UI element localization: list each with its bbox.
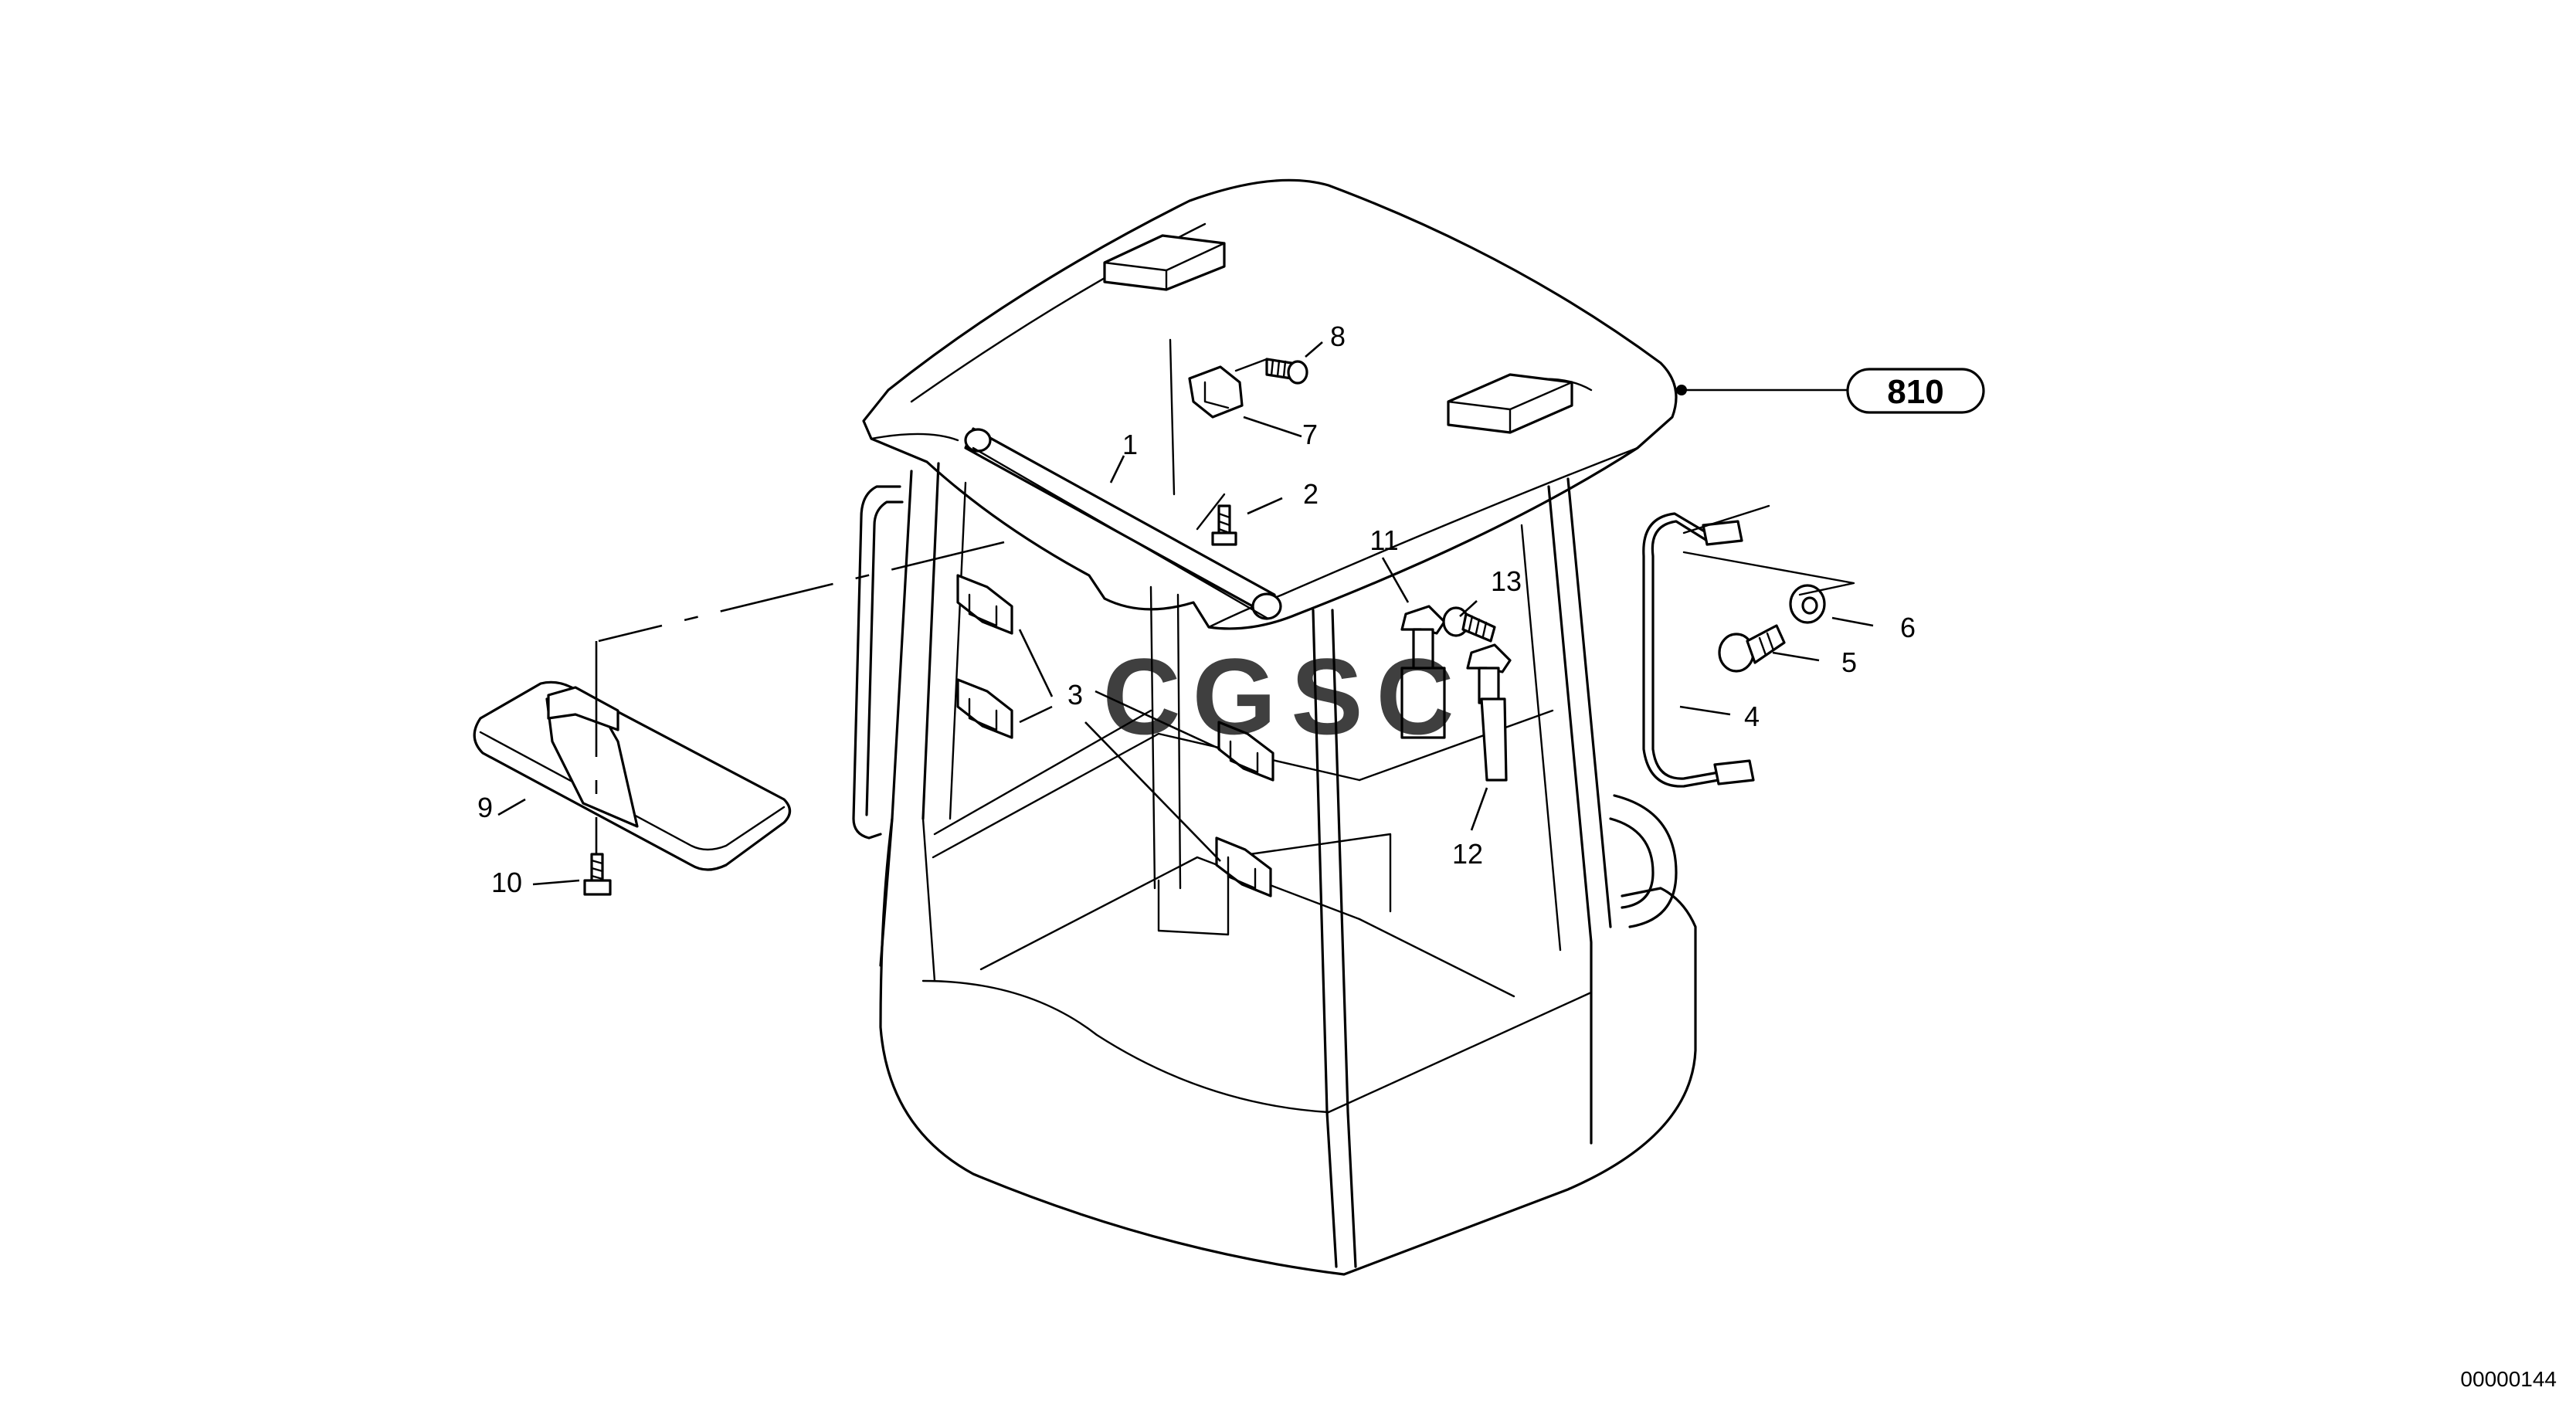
watermark-letter-4: C [1376, 636, 1454, 757]
clip-d [1215, 836, 1272, 897]
callout-2: 2 [1303, 478, 1319, 510]
callout-13: 13 [1491, 565, 1522, 597]
callout-6: 6 [1900, 612, 1916, 643]
document-id: 00000144 [2460, 1367, 2557, 1391]
callout-12: 12 [1452, 838, 1483, 870]
callout-5: 5 [1841, 646, 1857, 678]
leader-lines [497, 341, 1874, 886]
callout-3: 3 [1067, 679, 1083, 711]
callout-8: 8 [1330, 321, 1346, 352]
clip-a [956, 574, 1013, 635]
reference-callout[interactable]: 810 [1846, 368, 1985, 414]
part-12-latch [1466, 643, 1512, 782]
part-7-bracket [1188, 365, 1244, 419]
clip-b [956, 678, 1013, 739]
part-4-handle [1642, 512, 1755, 788]
callout-11: 11 [1369, 524, 1398, 556]
part-5-bolt [1718, 624, 1786, 673]
part-11-latch [1400, 605, 1446, 739]
watermark-letter-3: S [1291, 636, 1363, 757]
callout-1: 1 [1122, 429, 1138, 460]
part-3-clips [956, 574, 1274, 897]
callout-4: 4 [1744, 701, 1760, 732]
watermark-logo: C G S C [1102, 636, 1454, 757]
part-9-visor [473, 680, 792, 871]
callout-7: 7 [1302, 419, 1318, 450]
watermark-letter-1: C [1102, 636, 1180, 757]
part-8-screw [1265, 358, 1308, 385]
part-2-screw [1211, 504, 1237, 546]
part-1-roof-rod [964, 427, 1282, 620]
reference-label: 810 [1887, 373, 1943, 411]
reference-anchor-dot [1676, 385, 1687, 395]
assembly-lines [595, 338, 1855, 853]
callout-10: 10 [491, 867, 522, 898]
cab-frame [852, 178, 1697, 1276]
part-10-screw [583, 853, 612, 896]
callout-9: 9 [477, 792, 493, 823]
watermark-letter-2: G [1193, 636, 1277, 757]
